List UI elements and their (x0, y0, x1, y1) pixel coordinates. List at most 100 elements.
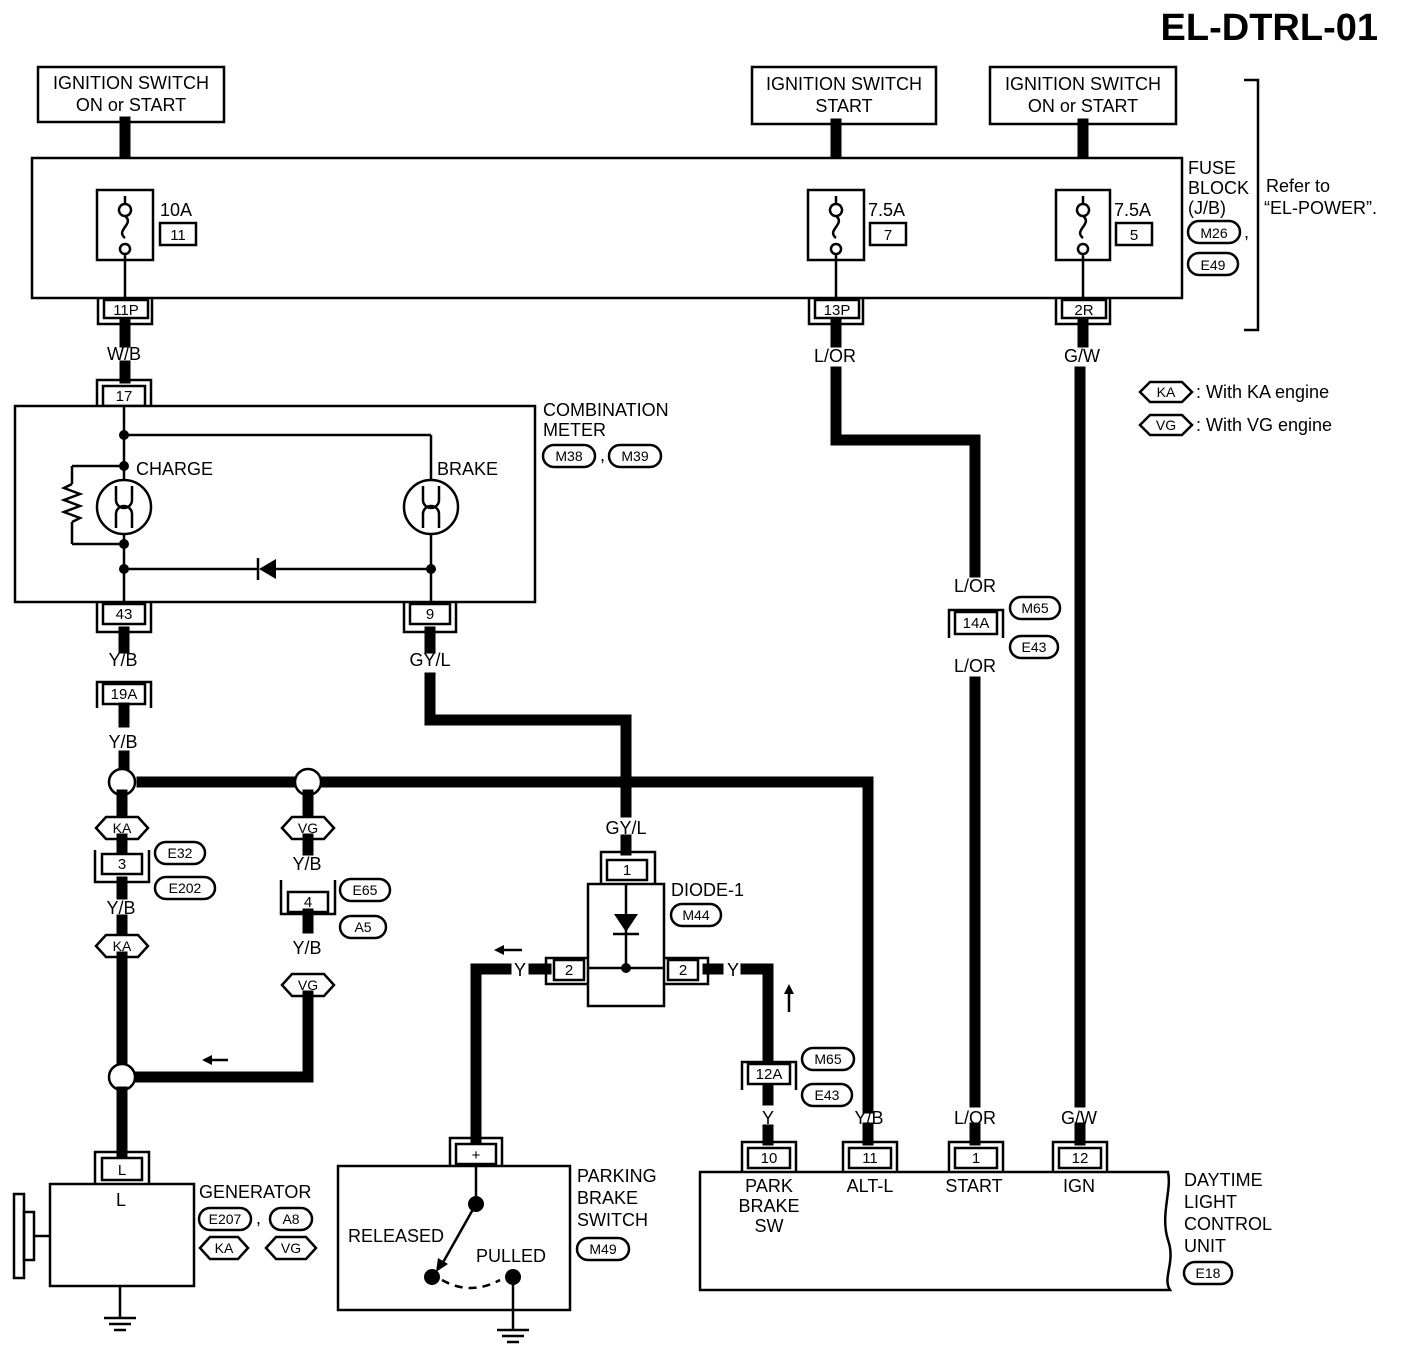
wire-label-y-1: Y (514, 960, 526, 980)
dtrl-wire-y: Y (762, 1108, 774, 1128)
ka-tag-icon (94, 815, 150, 841)
meter-diode-icon (256, 558, 276, 580)
svg-text:11: 11 (862, 1150, 878, 1167)
connector-l: L (93, 1150, 151, 1184)
generator-conn1: E207 (209, 1211, 242, 1227)
svg-text:12A: 12A (756, 1066, 783, 1083)
generator (48, 1182, 196, 1288)
dtrl-label-alt-l: ALT-L (847, 1176, 894, 1196)
meter-title1: COMBINATION (543, 400, 669, 420)
svg-text:4: 4 (304, 894, 312, 911)
fuse-block (30, 156, 1184, 300)
ignition-switch-right: IGNITION SWITCH ON or START (988, 65, 1178, 126)
fuse-block-conn2: E49 (1201, 257, 1226, 273)
fuse1-rating: 10A (160, 200, 192, 220)
dtrl-label-start: START (945, 1176, 1002, 1196)
generator-conn2: A8 (282, 1211, 299, 1227)
refer-line2: “EL-POWER”. (1264, 198, 1377, 218)
vg-tag-icon (1138, 413, 1194, 437)
svg-text:2: 2 (565, 962, 573, 979)
splice-lower-icon (107, 1062, 137, 1092)
svg-text:19A: 19A (111, 686, 138, 703)
dtrl-label-brake: BRAKE (738, 1196, 799, 1216)
connector-12a: 12A M65 E43 (740, 1046, 856, 1108)
ignition-right-line2: ON or START (1028, 96, 1138, 116)
connector-9: 9 (402, 602, 458, 634)
ignition-switch-mid: IGNITION SWITCH START (750, 65, 938, 126)
connector-14a: 14A M65 E43 (947, 595, 1062, 660)
diagram-id: EL-DTRL-01 (1161, 7, 1378, 49)
pulley-icon (12, 1192, 50, 1280)
svg-text:,: , (256, 1208, 261, 1228)
wire-label-y-2: Y (727, 960, 739, 980)
connector-plus: + (448, 1136, 504, 1166)
generator-eng-vg: VG (281, 1240, 301, 1256)
meter-title2: METER (543, 420, 606, 440)
legend: KA : With KA engine VG : With VG engine (1138, 380, 1332, 437)
ka-tag-icon-2 (94, 933, 150, 959)
legend-ka-text: : With KA engine (1196, 382, 1329, 402)
svg-text:43: 43 (116, 606, 133, 623)
released-label: RELEASED (348, 1226, 444, 1246)
dtrl-wire-lor: L/OR (954, 1108, 996, 1128)
vg-tag-icon-2 (280, 972, 336, 998)
charge-label: CHARGE (136, 459, 213, 479)
fuse-block-conn1: M26 (1200, 225, 1227, 241)
svg-text:,: , (600, 445, 605, 465)
svg-text:3: 3 (118, 856, 126, 873)
ignition-mid-line2: START (815, 96, 872, 116)
connector-13p: 13P (807, 298, 865, 326)
wire-label-gyl-1: GY/L (409, 650, 450, 670)
ka-tag-icon (1138, 380, 1194, 404)
dtrl-pin-labels: Y Y/B L/OR G/W (762, 1108, 1097, 1128)
svg-text:11P: 11P (113, 302, 139, 319)
svg-text:9: 9 (426, 606, 434, 623)
svg-text:E43: E43 (815, 1087, 840, 1103)
svg-text:VG: VG (298, 820, 318, 836)
dtrl-wire-yb: Y/B (854, 1108, 883, 1128)
connector-diode-2b: 2 (664, 956, 710, 986)
meter-conn2: M39 (621, 448, 648, 464)
connector-17: 17 (95, 378, 153, 408)
ignition-right-line1: IGNITION SWITCH (1005, 74, 1161, 94)
legend-vg-text: : With VG engine (1196, 415, 1332, 435)
wire-label-wb: W/B (107, 344, 141, 364)
generator-eng-ka: KA (215, 1240, 234, 1256)
dtrl-pin-10: 10 (740, 1140, 798, 1172)
connector-3: 3 E32 E202 (93, 840, 217, 901)
wire-label-lor-3: L/OR (954, 656, 996, 676)
svg-text:E32: E32 (168, 845, 193, 861)
svg-text:E202: E202 (169, 880, 202, 896)
connector-2r: 2R (1054, 298, 1112, 326)
pulled-label: PULLED (476, 1246, 546, 1266)
svg-text:L: L (118, 1162, 126, 1179)
parking-brake-switch (336, 1164, 572, 1312)
daytime-light-control-unit (698, 1170, 1173, 1292)
fuse2-number: 7 (884, 227, 892, 244)
svg-text:A5: A5 (354, 919, 371, 935)
dtrl-wire-gw: G/W (1061, 1108, 1097, 1128)
fuse3-rating: 7.5A (1114, 200, 1151, 220)
fuse-block-line1: FUSE (1188, 158, 1236, 178)
dtrl-label-park: PARK (745, 1176, 793, 1196)
diode-name: DIODE-1 (671, 880, 744, 900)
switch-contact-icon (424, 1166, 521, 1330)
svg-text:VG: VG (1156, 417, 1176, 433)
wire-label-yb-2: Y/B (108, 732, 137, 752)
connector-diode-2a: 2 (544, 956, 588, 986)
vg-tag-icon-1 (280, 815, 336, 841)
dtrl-label-sw: SW (755, 1216, 784, 1236)
svg-text:+: + (472, 1147, 481, 1164)
refer-line1: Refer to (1266, 176, 1330, 196)
parking-title3: SWITCH (577, 1210, 648, 1230)
fuse1-number: 11 (170, 227, 186, 244)
svg-text:10: 10 (761, 1150, 778, 1167)
diode-symbol-icon (588, 884, 664, 973)
svg-text:1: 1 (623, 862, 631, 879)
fuse-7-5a-right: 7.5A 5 (1054, 188, 1154, 262)
connector-diode-1: 1 (599, 850, 657, 884)
meter-conn1: M38 (555, 448, 582, 464)
fuse-block-label: FUSE BLOCK (J/B) M26 , E49 Refer to “EL-… (1186, 78, 1377, 332)
ignition-left-line2: ON or START (76, 95, 186, 115)
svg-text:KA: KA (1157, 384, 1176, 400)
